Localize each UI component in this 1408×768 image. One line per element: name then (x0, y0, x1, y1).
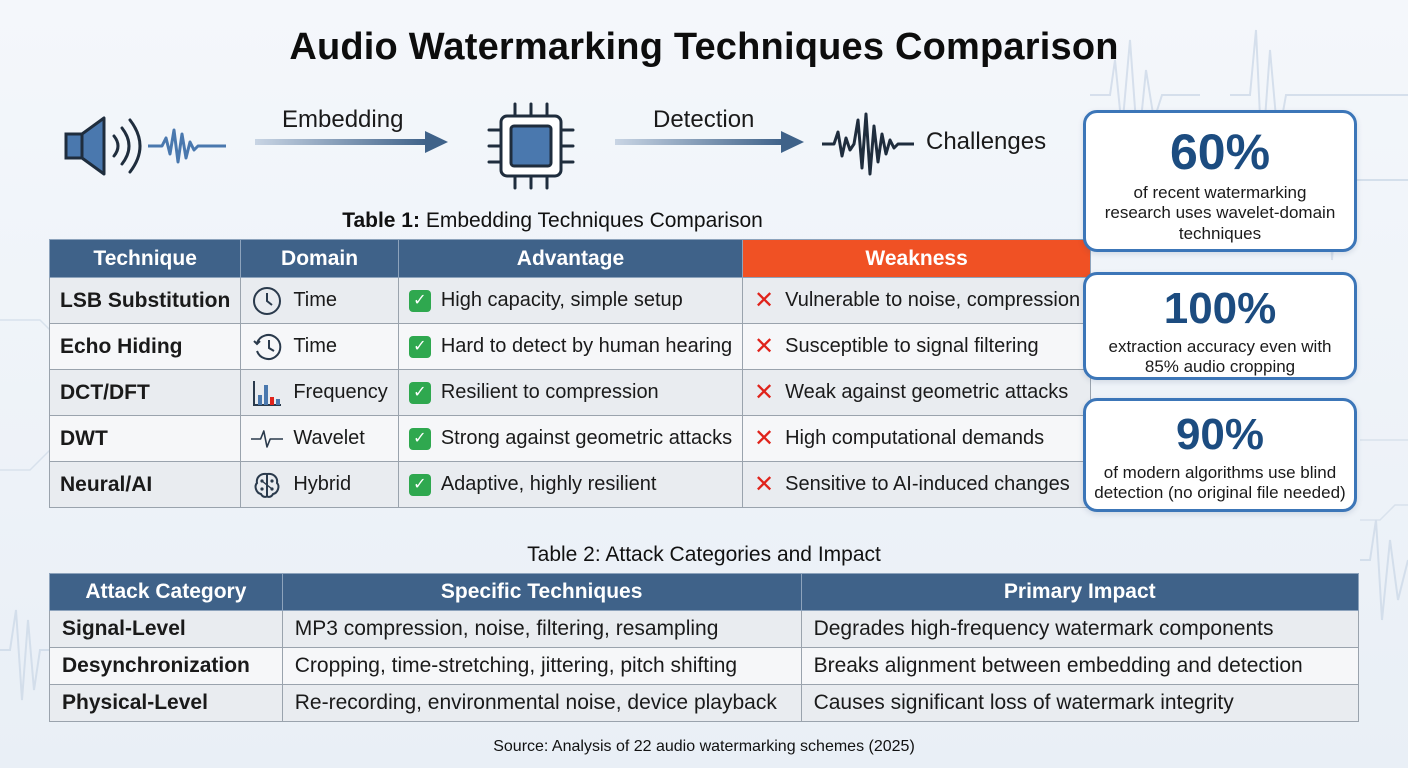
techniques-cell: MP3 compression, noise, filtering, resam… (281, 610, 802, 648)
table-row: Signal-Level MP3 compression, noise, fil… (49, 610, 1360, 648)
source-note: Source: Analysis of 22 audio watermarkin… (493, 738, 915, 755)
domain-label: Time (293, 289, 338, 311)
advantage-text: Resilient to compression (440, 381, 659, 403)
cross-icon: ✕ (754, 424, 775, 452)
advantage-text: Hard to detect by human hearing (440, 335, 733, 357)
cross-icon: ✕ (754, 286, 775, 314)
history-clock-icon (253, 333, 282, 360)
advantage-text: Strong against geometric attacks (440, 427, 733, 449)
impact-cell: Degrades high-frequency watermark compon… (800, 610, 1360, 648)
cross-icon: ✕ (754, 378, 775, 406)
stat-card-extraction: 100% extraction accuracy even with 85% a… (1083, 272, 1357, 380)
detection-label: Detection (653, 106, 755, 133)
table-row: Echo Hiding Time ✓ Hard to detect by huma… (48, 323, 1092, 370)
stat-line: detection (no original file needed) (1094, 483, 1346, 503)
brain-icon (254, 472, 280, 498)
page-title: Audio Watermarking Techniques Comparison (289, 26, 1119, 68)
techniques-cell: Cropping, time-stretching, jittering, pi… (281, 647, 802, 685)
cross-icon: ✕ (754, 470, 775, 498)
stat-line: research uses wavelet-domain (1104, 203, 1336, 223)
header-advantage: Advantage (397, 239, 744, 278)
advantage-text: High capacity, simple setup (440, 289, 683, 311)
table-row: LSB Substitution Time ✓ High capacity, si… (48, 277, 1092, 324)
technique-cell: DWT (48, 415, 242, 462)
weakness-text: Susceptible to signal filtering (785, 335, 1039, 357)
attack-category-cell: Physical-Level (49, 684, 283, 722)
table-row: DCT/DFT Frequency ✓ Resilient to compress… (48, 369, 1092, 416)
technique-cell: Neural/AI (48, 461, 242, 508)
chip-icon (487, 102, 575, 190)
table1-caption-label: Table 1: (342, 209, 420, 232)
embedding-techniques-table: Technique Domain Advantage Weakness LSB … (48, 239, 1092, 508)
impact-cell: Causes significant loss of watermark int… (800, 684, 1360, 722)
stat-value: 90% (1175, 410, 1265, 459)
weakness-text: Weak against geometric attacks (785, 381, 1069, 403)
table1-caption: Table 1: Embedding Techniques Comparison (50, 209, 1055, 233)
header-attack-category: Attack Category (49, 573, 283, 611)
header-specific-techniques: Specific Techniques (281, 573, 802, 611)
stat-value: 60% (1169, 124, 1271, 180)
technique-cell: LSB Substitution (48, 277, 242, 324)
stat-line: 85% audio cropping (1144, 357, 1296, 377)
stat-line: of modern algorithms use blind (1103, 463, 1337, 482)
table-row: DWT Wavelet ✓ Strong against geometric at… (48, 415, 1092, 462)
stat-card-wavelet: 60% of recent watermarking research uses… (1083, 110, 1357, 252)
check-icon: ✓ (408, 473, 431, 496)
detection-arrow (615, 131, 804, 153)
check-icon: ✓ (408, 427, 431, 450)
stat-description: of recent watermarking research uses wav… (1086, 183, 1354, 244)
technique-cell: DCT/DFT (48, 369, 242, 416)
stat-line: of recent watermarking (1133, 183, 1307, 202)
weakness-text: High computational demands (785, 427, 1045, 449)
wavelet-icon (251, 429, 284, 448)
stat-value: 100% (1163, 284, 1277, 333)
weakness-text: Sensitive to AI-induced changes (785, 473, 1070, 495)
stat-card-blind-detection: 90% of modern algorithms use blind detec… (1083, 398, 1357, 512)
embedding-label: Embedding (282, 106, 404, 133)
attack-categories-table: Attack Category Specific Techniques Prim… (49, 573, 1360, 722)
clock-icon (253, 286, 282, 315)
table1-caption-text: Embedding Techniques Comparison (419, 209, 763, 232)
process-flow: Embedding Detection Challenges (60, 96, 1060, 196)
table-row: Desynchronization Cropping, time-stretch… (49, 647, 1360, 685)
stat-line: extraction accuracy even with (1108, 337, 1332, 356)
header-domain: Domain (240, 239, 399, 278)
cross-icon: ✕ (754, 332, 775, 360)
impact-cell: Breaks alignment between embedding and d… (800, 647, 1360, 685)
advantage-text: Adaptive, highly resilient (440, 473, 657, 495)
noisy-waveform-icon (822, 112, 914, 176)
attack-category-cell: Desynchronization (49, 647, 283, 685)
domain-label: Frequency (293, 381, 388, 403)
waveform-icon (148, 128, 226, 164)
stat-description: of modern algorithms use blind detection… (1086, 463, 1354, 504)
domain-label: Time (293, 335, 338, 357)
speaker-icon (64, 116, 142, 176)
challenges-label: Challenges (926, 128, 1047, 155)
header-primary-impact: Primary Impact (800, 573, 1360, 611)
attack-category-cell: Signal-Level (49, 610, 283, 648)
header-technique: Technique (48, 239, 242, 278)
table-row: Physical-Level Re-recording, environment… (49, 684, 1360, 722)
table2-caption: Table 2: Attack Categories and Impact (527, 543, 881, 566)
weakness-text: Vulnerable to noise, compression (785, 289, 1081, 311)
check-icon: ✓ (408, 289, 431, 312)
bar-chart-icon (253, 380, 282, 406)
domain-label: Hybrid (293, 473, 352, 495)
embedding-arrow (255, 131, 448, 153)
header-weakness: Weakness (742, 239, 1092, 278)
domain-label: Wavelet (293, 427, 365, 449)
stat-description: extraction accuracy even with 85% audio … (1086, 337, 1354, 378)
stat-line: techniques (1178, 223, 1262, 243)
technique-cell: Echo Hiding (48, 323, 242, 370)
check-icon: ✓ (408, 381, 431, 404)
table-row: Neural/AI Hybrid ✓ Adaptive, highly resil… (48, 461, 1092, 508)
techniques-cell: Re-recording, environmental noise, devic… (281, 684, 802, 722)
check-icon: ✓ (408, 335, 431, 358)
